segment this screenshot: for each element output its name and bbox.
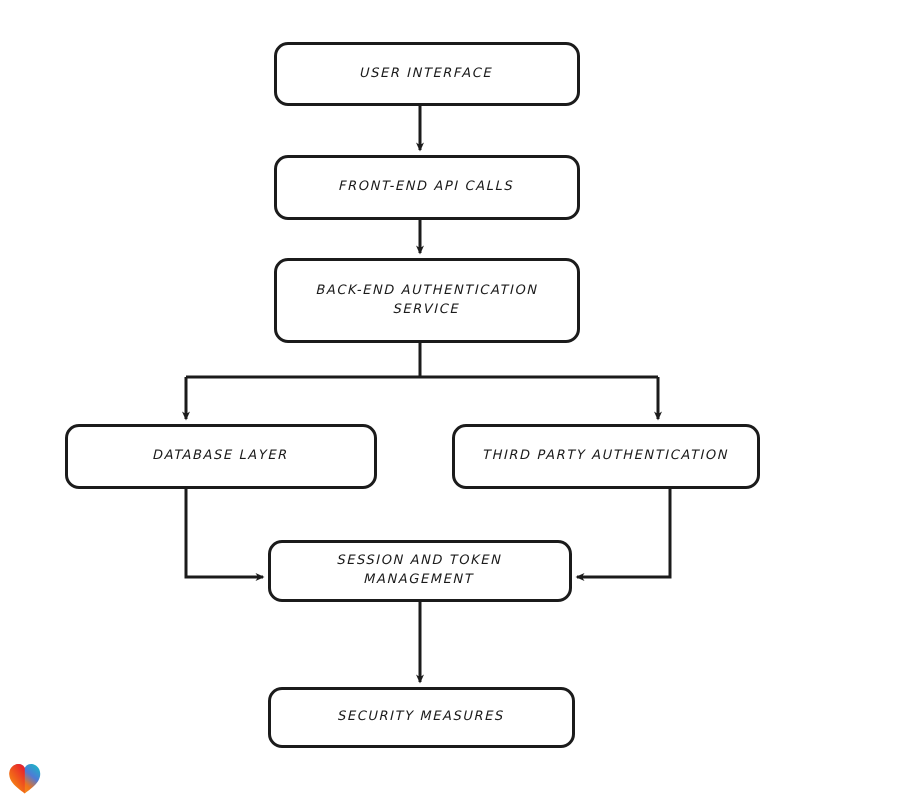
node-user-interface[interactable]: User Interface — [274, 42, 580, 106]
node-back-end-authentication-service-label: Back-End Authentication Service — [315, 282, 539, 317]
node-third-party-authentication-label: Third Party Authentication — [482, 448, 730, 464]
node-front-end-api-calls[interactable]: Front-End API Calls — [274, 155, 580, 220]
heart-icon — [9, 763, 41, 794]
node-database-layer[interactable]: Database Layer — [65, 424, 377, 489]
edge-database-to-session — [184, 489, 265, 581]
node-back-end-authentication-service[interactable]: Back-End Authentication Service — [274, 258, 580, 343]
edge-thirdparty-to-session — [575, 489, 672, 581]
node-third-party-authentication[interactable]: Third Party Authentication — [452, 424, 760, 489]
node-user-interface-label: User Interface — [360, 65, 494, 81]
node-security-measures[interactable]: Security Measures — [268, 687, 575, 748]
node-front-end-api-calls-label: Front-End API Calls — [339, 179, 515, 195]
node-database-layer-label: Database Layer — [152, 448, 290, 464]
node-session-and-token-management[interactable]: Session and Token Management — [268, 540, 572, 602]
node-security-measures-label: Security Measures — [337, 709, 506, 725]
node-session-and-token-management-label: Session and Token Management — [337, 553, 504, 587]
